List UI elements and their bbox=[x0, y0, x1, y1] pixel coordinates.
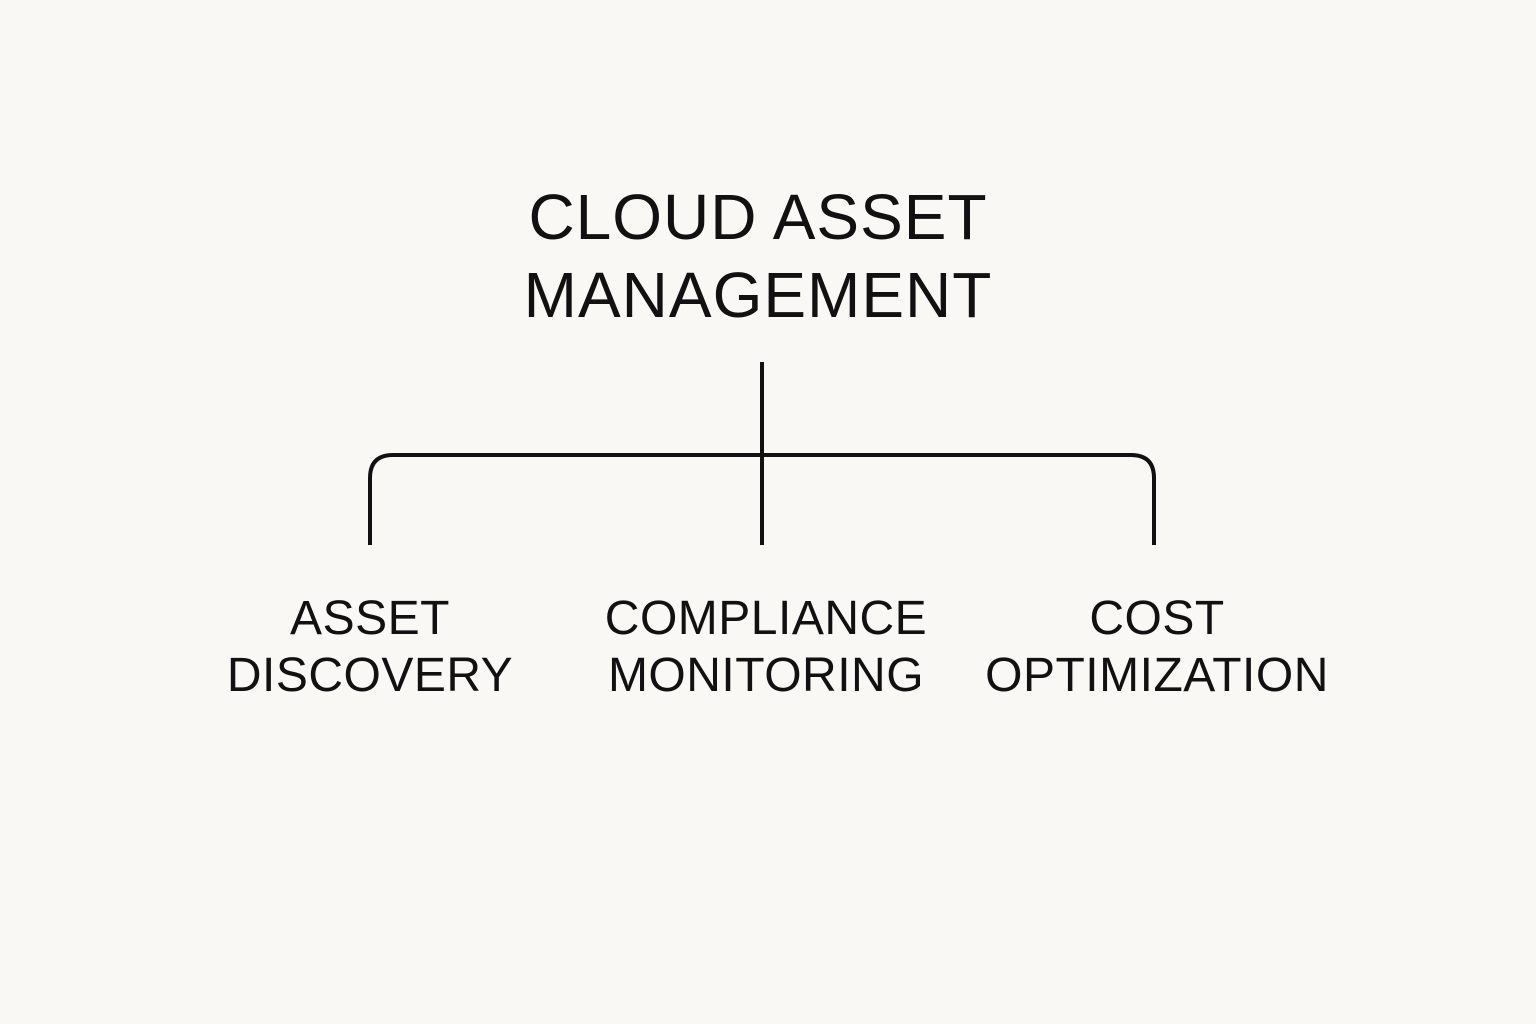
root-node-title: CLOUD ASSET MANAGEMENT bbox=[458, 178, 1058, 334]
child-node-cost-optimization: COST OPTIMIZATION bbox=[967, 590, 1347, 704]
child-node-asset-discovery: ASSET DISCOVERY bbox=[180, 590, 560, 704]
root-title-line-1: CLOUD ASSET bbox=[528, 181, 988, 253]
child-label-line-2: DISCOVERY bbox=[226, 649, 514, 702]
branch-bracket-line bbox=[368, 453, 1156, 545]
root-title-line-2: MANAGEMENT bbox=[523, 259, 993, 331]
child-node-compliance-monitoring: COMPLIANCE MONITORING bbox=[576, 590, 956, 704]
child-label-line-1: COMPLIANCE bbox=[604, 592, 928, 645]
child-label-line-1: COST bbox=[1089, 592, 1225, 645]
child-label-line-2: MONITORING bbox=[607, 649, 925, 702]
child-label-line-2: OPTIMIZATION bbox=[985, 649, 1329, 702]
child-label-line-1: ASSET bbox=[290, 592, 450, 645]
